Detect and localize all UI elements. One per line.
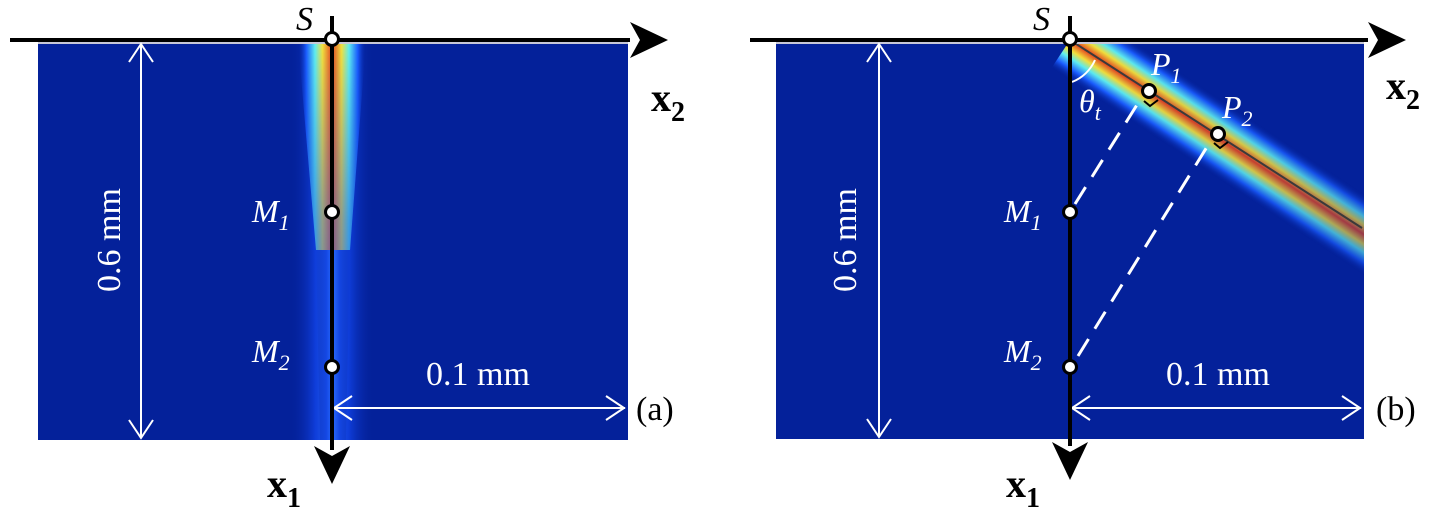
point-m1-b <box>1062 204 1078 220</box>
axis-x1-a <box>314 16 350 484</box>
point-p2-b <box>1210 126 1226 142</box>
source-label-b: S <box>1033 1 1050 38</box>
axis-x2-b <box>750 22 1406 58</box>
panel-caption-a: (a) <box>636 391 674 428</box>
point-m1-a <box>324 204 340 220</box>
point-m2-label-a: M2 <box>251 333 290 375</box>
point-m1-label-a: M1 <box>251 193 290 235</box>
dimension-vertical-b <box>866 42 892 439</box>
axis-x1-label-b: x1 <box>1006 461 1040 512</box>
dimension-vertical-label-b: 0.6 mm <box>827 188 864 292</box>
point-m2-a <box>324 359 340 375</box>
dimension-vertical-a <box>128 42 154 440</box>
angle-arc-b <box>1071 59 1096 83</box>
axis-x2-a <box>10 22 668 58</box>
axis-x2-label-a: x2 <box>651 75 685 128</box>
dimension-horizontal-label-b: 0.1 mm <box>1166 356 1270 393</box>
point-m2-label-b: M2 <box>1003 333 1042 375</box>
point-p1-b <box>1141 83 1157 99</box>
dimension-horizontal-label-a: 0.1 mm <box>426 356 530 393</box>
point-m1-label-b: M1 <box>1003 193 1042 235</box>
axis-x2-label-b: x2 <box>1386 63 1420 116</box>
panel-b: 0.6 mm 0.1 mm θt x2 x1 <box>750 1 1420 512</box>
point-p2-label-b: P2 <box>1221 89 1253 131</box>
angle-label-b: θt <box>1079 83 1102 125</box>
point-m2-b <box>1062 359 1078 375</box>
source-point-a <box>324 31 340 47</box>
source-point-b <box>1062 31 1078 47</box>
panel-a: 0.6 mm 0.1 mm x2 x1 S M1 M2 (a) <box>10 1 685 512</box>
panel-caption-b: (b) <box>1376 391 1416 428</box>
source-label-a: S <box>296 1 313 38</box>
dimension-vertical-label-a: 0.6 mm <box>91 188 128 292</box>
right-angle-markers-b <box>1143 99 1229 150</box>
axis-x1-label-a: x1 <box>267 461 301 512</box>
point-p1-label-b: P1 <box>1150 46 1182 88</box>
projection-lines-b <box>1073 99 1212 357</box>
